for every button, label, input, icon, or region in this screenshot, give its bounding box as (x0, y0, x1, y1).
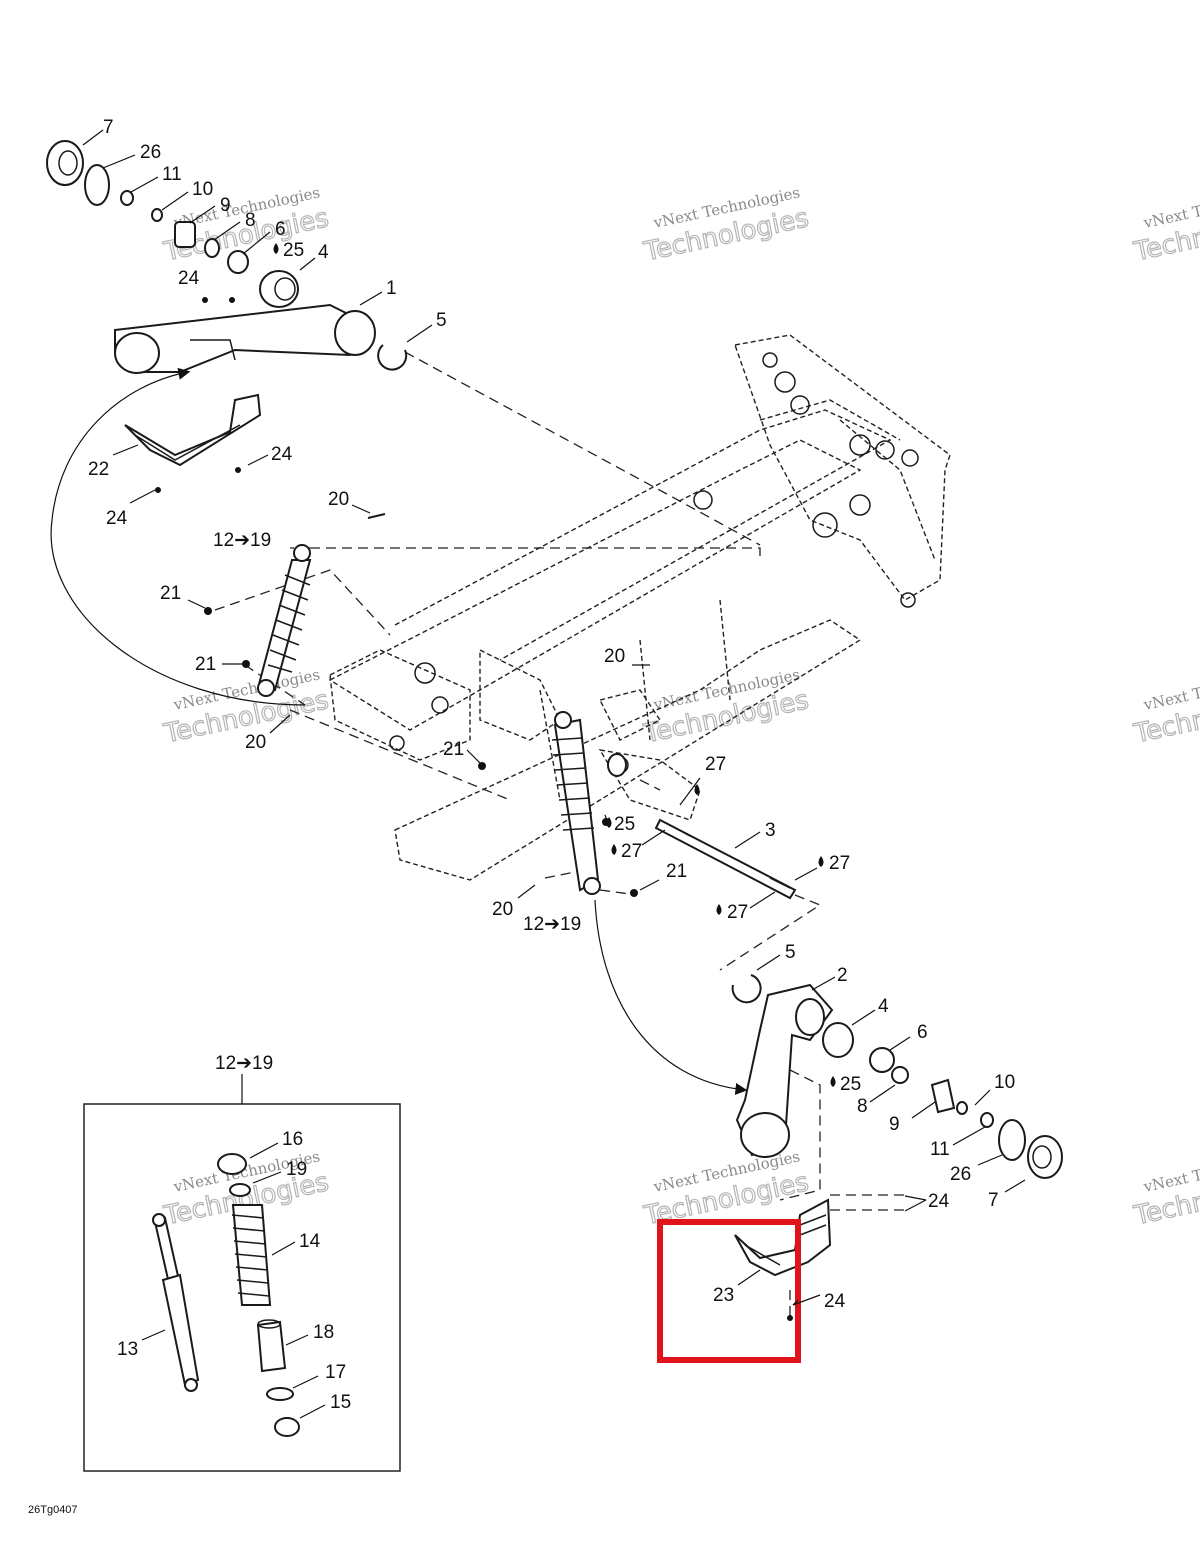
callout-label: 21 (443, 739, 464, 760)
callout-label: 12➔19 (523, 914, 581, 935)
grease-icon (694, 784, 700, 795)
grease-icon (273, 243, 279, 254)
callout-label: 27 (727, 902, 748, 923)
grease-icon (611, 844, 617, 855)
callout-label: 26 (140, 142, 161, 163)
callout-label: 9 (220, 195, 231, 216)
callout-label: 3 (765, 820, 776, 841)
callout-label: 5 (436, 310, 447, 331)
callout-label: 10 (994, 1072, 1015, 1093)
callout-label: 19 (286, 1159, 307, 1180)
center-shock-absorber (478, 711, 638, 897)
grease-icon (606, 817, 612, 828)
callout-label: 7 (988, 1190, 999, 1211)
callout-label: 12➔19 (215, 1053, 273, 1074)
callout-label: 24 (178, 268, 200, 289)
callout-label: 20 (245, 732, 266, 753)
callout-label: 5 (785, 942, 796, 963)
callout-label: 20 (492, 899, 513, 920)
callout-label: 17 (325, 1362, 346, 1383)
callout-label: 24 (928, 1191, 950, 1212)
diagram-code: 26Tg0407 (28, 1504, 78, 1516)
callout-labels: 7 26 11 10 9 8 6 25 4 1 5 24 22 24 24 20… (88, 117, 1015, 1413)
callout-label: 18 (313, 1322, 334, 1343)
callout-label: 24 (271, 444, 293, 465)
lower-right-swing-arm (731, 974, 1063, 1179)
upper-left-swing-arm (46, 140, 408, 374)
callout-label: 21 (195, 654, 216, 675)
callout-label: 6 (275, 219, 286, 240)
callout-label: 13 (117, 1339, 138, 1360)
callout-label: 25 (283, 240, 304, 261)
grease-icon (830, 1076, 836, 1087)
callout-label: 24 (106, 508, 128, 529)
callout-label: 14 (299, 1231, 321, 1252)
callout-label: 20 (328, 489, 349, 510)
callout-label: 20 (604, 646, 625, 667)
callout-label: 27 (621, 841, 642, 862)
callout-label: 26 (950, 1164, 971, 1185)
callout-label: 10 (192, 179, 213, 200)
callout-label: 16 (282, 1129, 303, 1150)
callout-label: 6 (917, 1022, 928, 1043)
callout-label: 2 (837, 965, 848, 986)
skid-plate-upper (124, 393, 262, 493)
left-shock-absorber (204, 513, 386, 697)
callout-label-highlighted: 23 (713, 1285, 734, 1306)
leader-pair (904, 1195, 927, 1212)
flow-arrow (50, 367, 306, 706)
callout-label: 4 (318, 242, 329, 263)
callout-label: 11 (162, 164, 182, 185)
skid-plate-lower (734, 1198, 832, 1321)
callout-label: 24 (824, 1291, 846, 1312)
highlight-box (657, 1219, 801, 1363)
callout-label: 21 (160, 583, 181, 604)
callout-label: 9 (889, 1114, 900, 1135)
callout-label: 27 (829, 853, 850, 874)
callout-label: 11 (930, 1139, 950, 1160)
callout-label: 8 (245, 210, 256, 231)
callout-label: 12➔19 (213, 530, 271, 551)
callout-label: 22 (88, 459, 109, 480)
callout-label: 1 (386, 278, 397, 299)
callout-label: 25 (840, 1074, 861, 1095)
pivot-shaft (654, 818, 797, 900)
grease-icon (818, 856, 824, 867)
callout-label: 25 (614, 814, 635, 835)
callout-label: 27 (705, 754, 726, 775)
callout-label: 21 (666, 861, 687, 882)
callout-label: 4 (878, 996, 889, 1017)
callout-label: 15 (330, 1392, 351, 1413)
callout-label: 7 (103, 117, 114, 138)
shock-detail-parts (152, 1153, 300, 1437)
chassis-frame (328, 334, 951, 881)
callout-label: 8 (857, 1096, 868, 1117)
grease-icon (716, 904, 722, 915)
callout-leaders (82, 129, 1026, 1419)
flow-arrow (594, 899, 748, 1095)
